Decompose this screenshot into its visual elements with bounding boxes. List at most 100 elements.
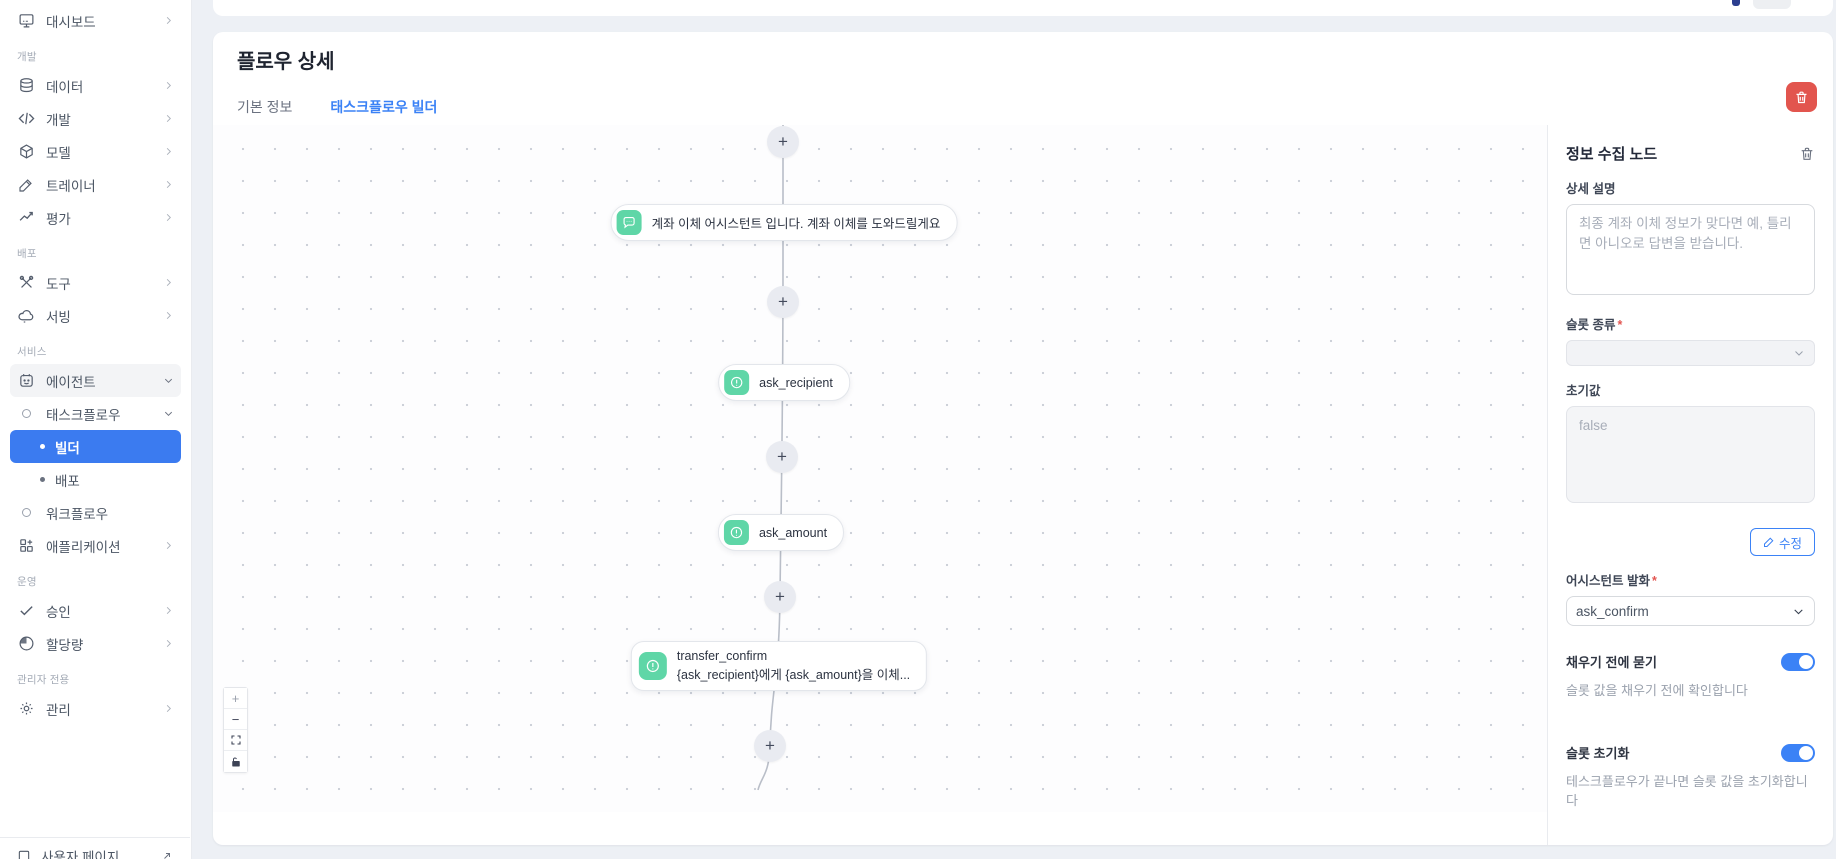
assistant-utterance-value: ask_confirm: [1576, 603, 1649, 619]
sidebar-section-admin: 관리자 전용: [17, 674, 70, 686]
chevron-down-icon: [1793, 347, 1805, 359]
sidebar-section-deploy: 배포: [17, 248, 37, 260]
chevron-down-icon: [163, 408, 174, 419]
sidebar-item-trainer[interactable]: 트레이너: [10, 168, 181, 201]
sidebar-item-tools[interactable]: 도구: [10, 266, 181, 299]
slot-reset-description: 테스크플로우가 끝나면 슬롯 값을 초기화합니다: [1566, 774, 1808, 808]
chat-bubble-icon: [616, 210, 642, 235]
delete-flow-button[interactable]: [1786, 82, 1817, 112]
ask-before-fill-description: 슬롯 값을 채우기 전에 확인합니다: [1566, 683, 1748, 698]
external-link-icon: [161, 850, 173, 859]
canvas-zoom-controls: + −: [223, 687, 248, 773]
node-text: ask_recipient: [759, 375, 833, 390]
description-textarea[interactable]: [1566, 204, 1815, 295]
sidebar-item-develop[interactable]: 개발: [10, 102, 181, 135]
sidebar-item-label: 서빙: [46, 309, 71, 325]
add-node-button[interactable]: +: [767, 126, 799, 158]
sidebar-item-label: 태스크플로우: [46, 407, 121, 423]
toggle-knob: [1799, 654, 1813, 669]
grid-plus-icon: [17, 537, 35, 555]
node-text: ask_amount: [758, 525, 828, 540]
quota-icon: [17, 635, 35, 653]
sidebar-item-data[interactable]: 데이터: [10, 69, 181, 102]
chevron-down-icon: [1792, 605, 1805, 618]
chevron-right-icon: [163, 113, 174, 124]
add-node-button[interactable]: +: [766, 441, 798, 473]
tab-basic-info[interactable]: 기본 정보: [237, 99, 293, 115]
sidebar-item-application[interactable]: 애플리케이션: [10, 529, 181, 562]
sidebar-item-serving[interactable]: 서빙: [10, 299, 181, 332]
flow-node-ask-amount[interactable]: ask_amount: [717, 514, 845, 551]
sidebar-item-label: 에이전트: [46, 374, 96, 390]
delete-node-button[interactable]: [1799, 146, 1815, 162]
sidebar-item-evaluation[interactable]: 평가: [10, 201, 181, 234]
sidebar-item-label: 워크플로우: [46, 506, 109, 522]
flow-node-greeting[interactable]: 계좌 이체 어시스턴트 입니다. 계좌 이체를 도와드릴게요: [610, 204, 958, 241]
monitor-icon: [17, 12, 35, 30]
sidebar-item-deploy-sub[interactable]: 배포: [10, 463, 181, 496]
sidebar: 대시보드 개발 데이터 개발 모델 트레이너 평가 배포: [0, 0, 192, 859]
ask-before-fill-label: 채우기 전에 묻기: [1566, 655, 1657, 670]
sidebar-item-label: 관리: [46, 702, 71, 718]
topbar-logo-fragment: [1732, 0, 1740, 6]
topbar-cutoff: [213, 0, 1833, 16]
assistant-utterance-label: 어시스턴트 발화: [1566, 570, 1815, 589]
flow-node-transfer-confirm[interactable]: transfer_confirm {ask_recipient}에게 {ask_…: [630, 641, 928, 691]
add-node-button[interactable]: +: [764, 581, 796, 613]
sidebar-item-admin[interactable]: 관리: [10, 692, 181, 725]
initial-value-textarea[interactable]: [1566, 406, 1815, 503]
node-text: 계좌 이체 어시스턴트 입니다. 계좌 이체를 도와드릴게요: [651, 217, 941, 231]
zoom-in-button[interactable]: +: [224, 688, 247, 709]
sidebar-footer[interactable]: 사용자 페이지: [0, 837, 190, 859]
sidebar-item-workflow[interactable]: 워크플로우: [10, 496, 181, 529]
info-circle-icon: [638, 652, 667, 680]
slot-type-select[interactable]: [1566, 340, 1815, 366]
flow-canvas[interactable]: + 계좌 이체 어시스턴트 입니다. 계좌 이체를 도와드릴게요 + ask_r…: [213, 125, 1547, 812]
sidebar-section-operation: 운영: [17, 576, 37, 588]
chevron-right-icon: [163, 179, 174, 190]
ask-before-fill-toggle[interactable]: [1781, 652, 1815, 671]
pencil-icon: [1763, 536, 1775, 548]
chevron-down-icon: [163, 375, 174, 386]
box-icon: [17, 143, 35, 161]
chevron-right-icon: [163, 80, 174, 91]
sidebar-item-label: 개발: [46, 112, 71, 128]
lock-button[interactable]: [224, 751, 247, 772]
slot-reset-toggle[interactable]: [1781, 743, 1815, 762]
add-node-button[interactable]: +: [754, 730, 786, 762]
info-circle-icon: [724, 370, 750, 395]
sidebar-item-agent[interactable]: 에이전트: [10, 364, 181, 397]
sidebar-section-service: 서비스: [17, 346, 47, 358]
sidebar-item-builder[interactable]: 빌더: [10, 430, 181, 463]
sidebar-footer-label: 사용자 페이지: [41, 850, 120, 859]
zoom-out-button[interactable]: −: [224, 709, 247, 730]
sidebar-item-approval[interactable]: 승인: [10, 594, 181, 627]
add-node-button[interactable]: +: [767, 286, 799, 318]
sidebar-item-label: 트레이너: [46, 178, 96, 194]
code-icon: [17, 110, 35, 128]
flow-node-ask-recipient[interactable]: ask_recipient: [718, 364, 850, 401]
node-subtitle: {ask_recipient}에게 {ask_amount}을 이체...: [676, 668, 911, 682]
chevron-right-icon: [163, 540, 174, 551]
bullet-icon: [40, 477, 45, 482]
chart-icon: [17, 209, 35, 227]
sidebar-item-label: 데이터: [46, 79, 84, 95]
sidebar-item-model[interactable]: 모델: [10, 135, 181, 168]
tools-icon: [17, 274, 35, 292]
node-title: transfer_confirm: [676, 649, 768, 663]
edit-button[interactable]: 수정: [1749, 528, 1815, 556]
description-label: 상세 설명: [1566, 182, 1616, 196]
info-circle-icon: [723, 520, 749, 545]
page-icon: [17, 849, 31, 859]
database-icon: [17, 77, 35, 95]
sidebar-item-label: 평가: [46, 211, 71, 227]
chevron-right-icon: [163, 15, 174, 26]
fit-view-button[interactable]: [224, 730, 247, 751]
sidebar-item-label: 애플리케이션: [46, 539, 121, 555]
assistant-utterance-select[interactable]: ask_confirm: [1566, 596, 1815, 626]
sidebar-item-label: 빌더: [55, 440, 80, 456]
sidebar-item-dashboard[interactable]: 대시보드: [10, 4, 181, 37]
sidebar-item-taskflow[interactable]: 태스크플로우: [10, 397, 181, 430]
sidebar-item-quota[interactable]: 할당량: [10, 627, 181, 660]
